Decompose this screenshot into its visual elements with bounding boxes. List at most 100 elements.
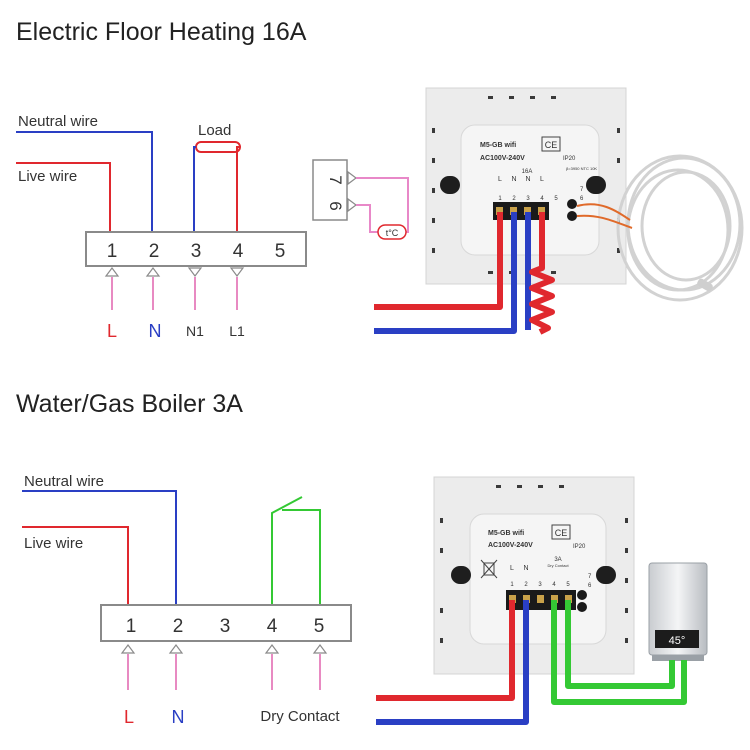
pin-number-1-2: 2: [512, 196, 516, 202]
mount-hole-left-1: [440, 176, 460, 194]
pin-letter-1-L: L: [498, 176, 502, 183]
pin-number-2-5: 5: [566, 582, 570, 588]
boiler-bottom: [652, 655, 704, 661]
live-wire-1: [16, 162, 111, 232]
recycle-bin-icon: [480, 559, 498, 579]
load-wire-l1: [236, 146, 240, 232]
neutral-wire-1: [16, 131, 153, 232]
floor-heating-schematic: Neutral wire Live wire Load 1 2 3 4 5 L: [16, 113, 409, 341]
sensor-pin-2-6: 6: [588, 583, 592, 589]
neutral-wire-2: [22, 490, 177, 605]
mount-hole-right-1: [586, 176, 606, 194]
mount-hole-left-2: [451, 566, 471, 584]
live-wire-label-1: Live wire: [18, 168, 77, 185]
sensor-screw-bottom-1: [567, 211, 577, 221]
terminal-2-1: 1: [126, 616, 137, 637]
live-wire-2: [22, 526, 129, 605]
pin-number-1-5: 5: [554, 196, 558, 202]
terminal-2-4: 4: [267, 616, 278, 637]
terminal-1-2: 2: [149, 241, 160, 262]
terminal-2-3: 3: [220, 616, 231, 637]
device-screws-2: [509, 595, 572, 603]
device-wires-1: [374, 212, 555, 335]
pin-number-2-2: 2: [524, 582, 528, 588]
pin-number-1-1: 1: [498, 196, 502, 202]
device-wires-2: [376, 600, 687, 725]
device-voltage-2: AC100V-240V: [488, 542, 533, 549]
dry-contact-marking: Dry Contact: [547, 563, 569, 568]
label-N-2: N: [172, 707, 185, 727]
terminal-1-3: 3: [191, 241, 202, 262]
section-title-boiler: Water/Gas Boiler 3A: [16, 390, 243, 418]
sensor-cable-lead-2: [576, 214, 633, 229]
sensor-terminal-7: 7: [326, 175, 345, 184]
terminal-2-2: 2: [173, 616, 184, 637]
sensor-cable-coil: [616, 154, 744, 302]
label-L-1: L: [107, 321, 117, 341]
terminal-1-1: 1: [107, 241, 118, 262]
terminal-block-2: [100, 604, 352, 642]
neutral-wire-label-2: Neutral wire: [24, 473, 104, 490]
label-L1: L1: [229, 323, 245, 339]
pin-letter-1-N: N: [511, 176, 516, 183]
device-screws-1: [496, 207, 545, 215]
neutral-wire-label-1: Neutral wire: [18, 113, 98, 130]
load-wire-n1: [193, 146, 196, 232]
pin-number-2-4: 4: [552, 582, 556, 588]
sensor-cable-lead: [576, 203, 631, 221]
pin-number-1-3: 3: [526, 196, 530, 202]
terminal-block-1: [85, 231, 307, 267]
dry-contact-wire-4: [271, 496, 303, 605]
label-dry-contact: Dry Contact: [260, 708, 340, 725]
pin-number-1-4: 4: [540, 196, 544, 202]
pin-letter-1-L1: L: [540, 176, 544, 183]
load-element: [195, 141, 241, 153]
thermostat-back-1: M5-GB wifi AC100V-240V CE IP20 16A L N N…: [425, 87, 627, 285]
sensor-arrows: [347, 170, 357, 213]
mount-hole-right-2: [596, 566, 616, 584]
ce-mark-1: CE: [545, 140, 558, 150]
terminal-arrows-2: [120, 644, 328, 654]
device-terminal-strip-1: [493, 202, 549, 220]
sensor-pin-2-7: 7: [588, 574, 592, 580]
device-model-1: M5-GB wifi: [480, 142, 516, 149]
sensor-terminal-block: [312, 159, 348, 221]
device-current-2: 3A: [554, 557, 561, 563]
device-voltage-1: AC100V-240V: [480, 155, 525, 162]
sensor-pin-1-7: 7: [580, 187, 584, 193]
sensor-spec-1: β=3950 NTC 10K: [566, 166, 597, 171]
ce-mark-box-2: [551, 524, 571, 540]
label-L-2: L: [124, 707, 134, 727]
ce-mark-2: CE: [555, 528, 568, 538]
temperature-sensor: [377, 224, 407, 240]
ce-mark-box-1: [541, 136, 561, 152]
pin-letter-2-N: N: [523, 565, 528, 572]
pink-leads-2: [127, 654, 321, 690]
device-model-2: M5-GB wifi: [488, 530, 524, 537]
sensor-screw-top-1: [567, 199, 577, 209]
pin-number-2-1: 1: [510, 582, 514, 588]
label-N1: N1: [186, 323, 204, 339]
boiler-display: [655, 630, 699, 648]
load-label: Load: [198, 122, 231, 139]
temperature-sensor-label: t°C: [386, 228, 399, 238]
pin-number-2-3: 3: [538, 582, 542, 588]
vent-slots-2: [440, 485, 628, 643]
pin-letter-2-L: L: [510, 565, 514, 572]
gas-boiler: 45°: [648, 562, 708, 661]
ip-rating-2: IP20: [573, 544, 586, 550]
live-wire-label-2: Live wire: [24, 535, 83, 552]
boiler-display-value: 45°: [669, 635, 686, 647]
sensor-screw-bottom-2: [577, 602, 587, 612]
sensor-wire-6: [356, 204, 378, 233]
boiler-schematic: Neutral wire Live wire 1 2 3 4 5 L N Dry…: [22, 473, 352, 727]
ip-rating-1: IP20: [563, 156, 576, 162]
sensor-pin-1-6: 6: [580, 196, 584, 202]
dry-contact-wire-5: [282, 509, 321, 605]
pin-letter-1-N1: N: [525, 176, 530, 183]
sensor-terminal-6: 6: [326, 201, 345, 210]
thermostat-back-2: M5-GB wifi AC100V-240V CE IP20 3A Dry Co…: [433, 476, 635, 675]
terminal-2-5: 5: [314, 616, 325, 637]
terminal-1-4: 4: [233, 241, 244, 262]
